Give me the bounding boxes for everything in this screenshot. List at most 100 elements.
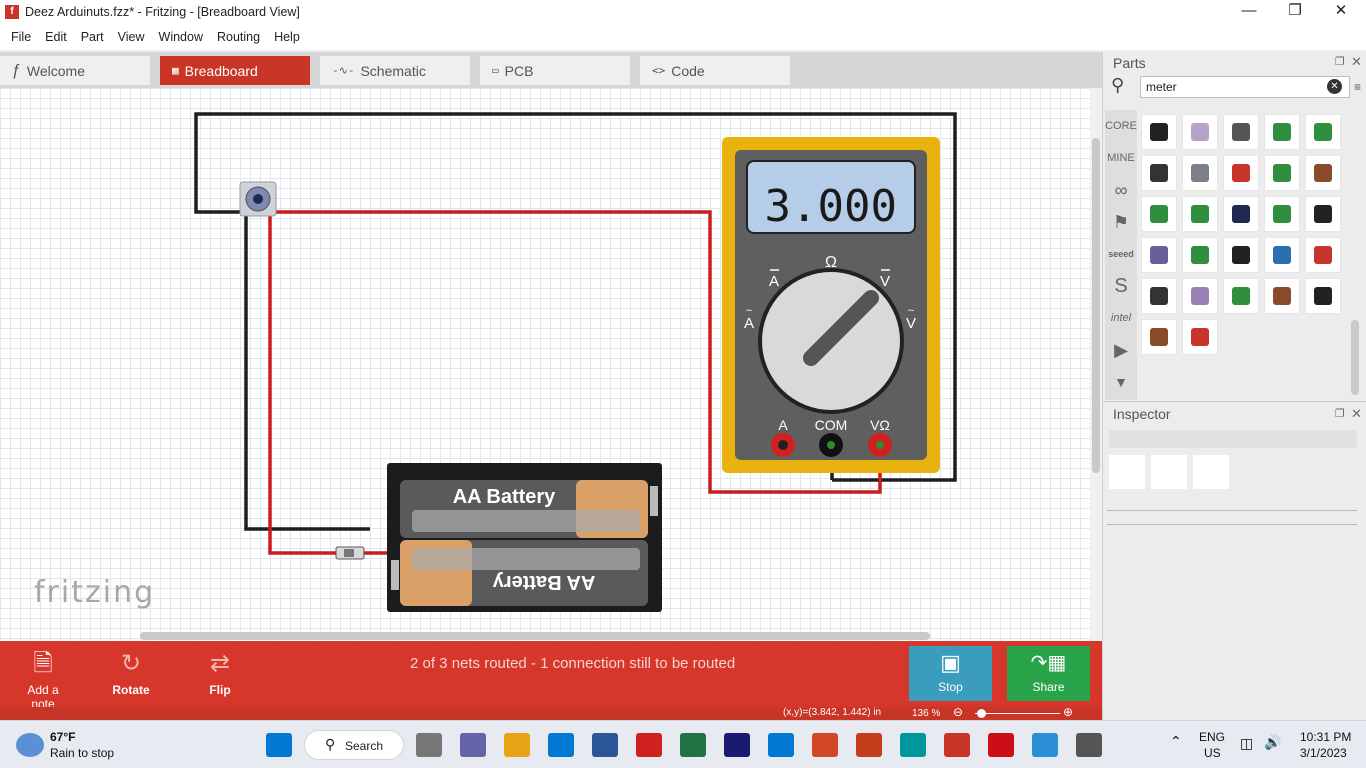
menu-routing[interactable]: Routing <box>216 30 261 44</box>
canvas-hscroll-thumb[interactable] <box>140 632 930 640</box>
parallax-icon[interactable]: ⚑ <box>1112 212 1130 232</box>
language-label[interactable]: ENG <box>1199 730 1226 744</box>
fritzing-icon[interactable] <box>944 733 970 757</box>
potentiometer[interactable] <box>239 181 277 217</box>
wire-red-main[interactable] <box>270 210 882 494</box>
tab-code[interactable]: <> Code <box>640 56 790 85</box>
region-label[interactable]: US <box>1204 746 1221 760</box>
bin-mine[interactable]: MINE <box>1107 152 1135 164</box>
part-item[interactable] <box>1305 196 1341 232</box>
taskbar-search-button[interactable]: ⚲ Search <box>304 730 404 760</box>
search-icon[interactable]: ⚲ <box>1111 75 1125 95</box>
bin-seeed[interactable]: seeed <box>1108 249 1134 259</box>
battery-pack[interactable]: AA Battery AA Battery <box>387 463 662 612</box>
vm-icon[interactable] <box>1032 733 1058 757</box>
part-item[interactable] <box>1305 278 1341 314</box>
menu-file[interactable]: File <box>11 30 32 44</box>
part-item[interactable] <box>1264 114 1300 150</box>
wire-black-top[interactable] <box>194 112 957 482</box>
menu-edit[interactable]: Edit <box>45 30 67 44</box>
multimeter[interactable]: 3.000 Ω A V A V ~ ~ A COM VΩ <box>722 137 940 473</box>
outlook-icon[interactable] <box>768 733 794 757</box>
clock-date[interactable]: 3/1/2023 <box>1300 746 1347 760</box>
part-item[interactable] <box>1305 155 1341 191</box>
part-item[interactable] <box>1141 155 1177 191</box>
menu-part[interactable]: Part <box>80 30 104 44</box>
close-panel-icon[interactable]: ✕ <box>1351 54 1362 69</box>
tab-schematic[interactable]: -∿- Schematic <box>320 56 470 85</box>
part-item[interactable] <box>1264 196 1300 232</box>
part-item[interactable] <box>1182 114 1218 150</box>
part-item[interactable] <box>1182 155 1218 191</box>
opera-icon[interactable] <box>988 733 1014 757</box>
float-icon[interactable]: ❐ <box>1335 56 1345 68</box>
rotate-button[interactable]: ↻ Rotate <box>108 647 154 697</box>
add-note-button[interactable]: 🗎 Add a note <box>14 647 72 711</box>
file-explorer-icon[interactable] <box>504 733 530 757</box>
restore-icon[interactable]: ❐ <box>1288 2 1302 19</box>
part-item[interactable] <box>1182 237 1218 273</box>
parts-menu-icon[interactable]: ≡ <box>1354 80 1362 94</box>
flip-button[interactable]: ⇄ Flip <box>200 647 240 697</box>
snipping-icon[interactable] <box>856 733 882 757</box>
part-item[interactable] <box>1182 319 1218 355</box>
clock-time[interactable]: 10:31 PM <box>1300 730 1352 744</box>
powerpoint-icon[interactable] <box>812 733 838 757</box>
volume-icon[interactable]: 🔊 <box>1264 734 1282 750</box>
part-item[interactable] <box>1141 196 1177 232</box>
part-item[interactable] <box>1182 196 1218 232</box>
network-icon[interactable]: ◫ <box>1240 735 1254 751</box>
part-item[interactable] <box>1305 114 1341 150</box>
parts-search-input[interactable]: meter <box>1140 76 1350 98</box>
canvas-vscroll-thumb[interactable] <box>1092 138 1100 473</box>
menu-help[interactable]: Help <box>274 30 300 44</box>
part-item[interactable] <box>1223 155 1259 191</box>
tab-pcb[interactable]: ▭ PCB <box>480 56 630 85</box>
opera-gx-icon[interactable] <box>724 733 750 757</box>
task-view-icon[interactable] <box>416 733 442 757</box>
zoom-slider[interactable] <box>975 713 1060 714</box>
weather-icon[interactable] <box>16 733 44 757</box>
arduino-ide-icon[interactable] <box>900 733 926 757</box>
parts-scroll-thumb[interactable] <box>1351 320 1359 395</box>
menu-window[interactable]: Window <box>158 30 203 44</box>
minimize-icon[interactable]: — <box>1241 2 1257 19</box>
zoom-out-icon[interactable]: ⊖ <box>953 705 964 719</box>
inspector-float-icon[interactable]: ❐ <box>1335 408 1345 420</box>
part-item[interactable] <box>1141 237 1177 273</box>
wire-red-left[interactable] <box>268 212 336 555</box>
weather-temp[interactable]: 67°F <box>50 730 76 744</box>
breadboard-canvas[interactable]: 3.000 Ω A V A V ~ ~ A COM VΩ AA Battery <box>0 88 1090 641</box>
store-icon[interactable] <box>548 733 574 757</box>
menu-view[interactable]: View <box>117 30 145 44</box>
word-icon[interactable] <box>592 733 618 757</box>
share-button[interactable]: ↷▦ Share <box>1007 646 1090 701</box>
play-icon[interactable]: ▶ <box>1114 340 1128 360</box>
part-item[interactable] <box>1223 114 1259 150</box>
close-icon[interactable]: ✕ <box>1334 2 1348 19</box>
inspector-close-icon[interactable]: ✕ <box>1351 406 1362 421</box>
windows-start-icon[interactable] <box>266 733 292 757</box>
part-item[interactable] <box>1223 237 1259 273</box>
slide-switch[interactable] <box>335 546 365 560</box>
infor-icon[interactable] <box>636 733 662 757</box>
tab-welcome[interactable]: ƒ Welcome <box>0 56 150 85</box>
part-item[interactable] <box>1141 319 1177 355</box>
excel-icon[interactable] <box>680 733 706 757</box>
part-item[interactable] <box>1264 237 1300 273</box>
weather-desc[interactable]: Rain to stop <box>50 746 115 760</box>
zoom-slider-handle[interactable] <box>977 709 986 718</box>
part-item[interactable] <box>1223 196 1259 232</box>
zoom-in-icon[interactable]: ⊕ <box>1063 705 1074 719</box>
part-item[interactable] <box>1141 114 1177 150</box>
bin-core[interactable]: CORE <box>1105 120 1137 132</box>
more-icon[interactable]: ▼ <box>1114 374 1128 390</box>
part-item[interactable] <box>1141 278 1177 314</box>
chevron-up-icon[interactable]: ⌃ <box>1170 733 1182 749</box>
part-item[interactable] <box>1305 237 1341 273</box>
settings-icon[interactable] <box>1076 733 1102 757</box>
wire-black-left[interactable] <box>244 212 370 531</box>
clear-search-icon[interactable]: ✕ <box>1327 79 1342 94</box>
part-item[interactable] <box>1264 278 1300 314</box>
teams-icon[interactable] <box>460 733 486 757</box>
